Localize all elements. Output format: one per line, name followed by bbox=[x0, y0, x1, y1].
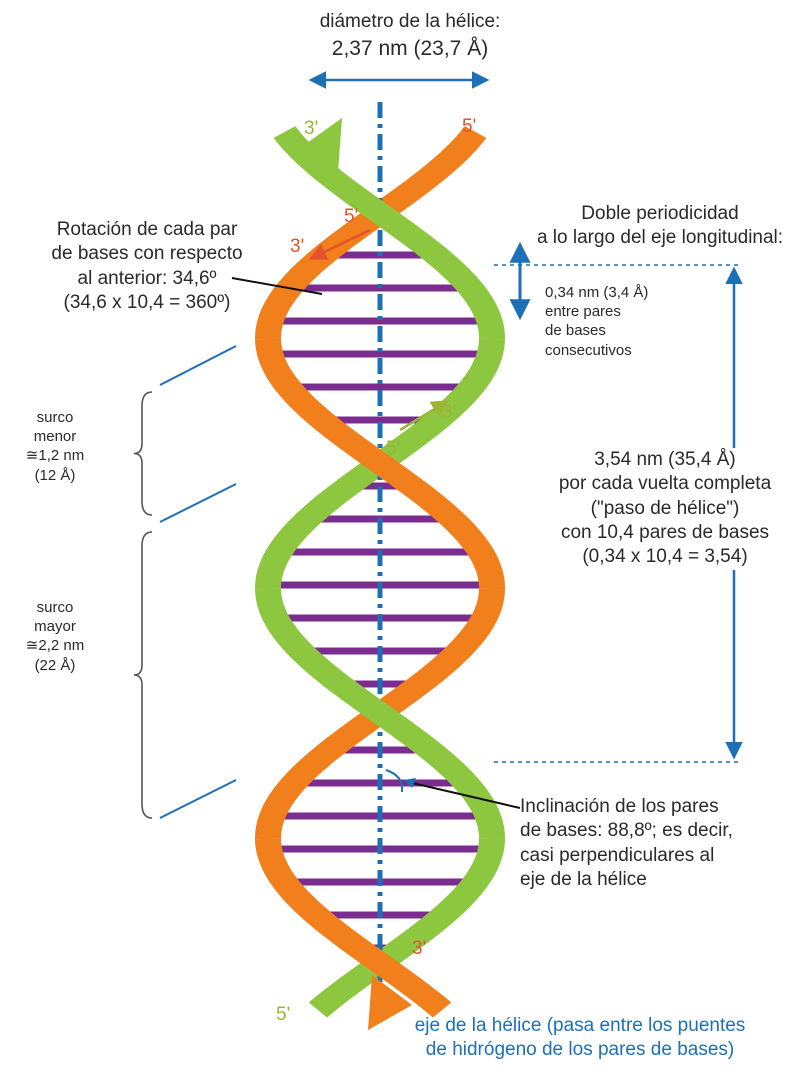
inclination-line-3: casi perpendiculares al bbox=[520, 844, 733, 868]
major-groove-line-1: surco bbox=[10, 598, 100, 617]
major-groove-line-2: mayor bbox=[10, 617, 100, 636]
rise-line-1: 0,34 nm (3,4 Å) bbox=[545, 283, 648, 302]
rotation-line-3: al anterior: 34,6º bbox=[22, 267, 272, 291]
minor-groove-line-2: menor bbox=[10, 427, 100, 446]
mid-orange-3-label: 3' bbox=[290, 236, 304, 258]
mid-orange-5-label: 5' bbox=[344, 206, 358, 228]
groove-line-2 bbox=[160, 484, 236, 522]
top-orange-5-label: 5' bbox=[462, 116, 476, 138]
bottom-orange-3-label: 3' bbox=[412, 938, 426, 960]
pitch-label: 3,54 nm (35,4 Å) por cada vuelta complet… bbox=[530, 448, 800, 570]
rotation-line-1: Rotación de cada par bbox=[22, 218, 272, 242]
major-groove-label: surco mayor ≅2,2 nm (22 Å) bbox=[10, 598, 100, 675]
bottom-green-5-label: 5' bbox=[276, 1004, 290, 1026]
rotation-line-2: de bases con respecto bbox=[22, 242, 272, 266]
groove-line-3 bbox=[160, 780, 236, 818]
diameter-title: diámetro de la hélice: bbox=[270, 10, 550, 34]
axis-caption-line-2: de hidrógeno de los pares de bases) bbox=[360, 1038, 800, 1062]
minor-groove-line-4: (12 Å) bbox=[10, 466, 100, 485]
mid-green-5-label: 5' bbox=[386, 438, 400, 460]
periodicity-line-1: Doble periodicidad bbox=[520, 202, 800, 226]
rise-label: 0,34 nm (3,4 Å) entre pares de bases con… bbox=[545, 283, 648, 360]
minor-groove-label: surco menor ≅1,2 nm (12 Å) bbox=[10, 408, 100, 485]
inclination-line-1: Inclinación de los pares bbox=[520, 795, 733, 819]
minor-groove-line-3: ≅1,2 nm bbox=[10, 446, 100, 465]
axis-caption-line-1: eje de la hélice (pasa entre los puentes bbox=[360, 1014, 800, 1038]
inclination-line-4: eje de la hélice bbox=[520, 868, 733, 892]
periodicity-line-2: a lo largo del eje longitudinal: bbox=[520, 226, 800, 250]
pitch-line-3: ("paso de hélice") bbox=[530, 497, 800, 521]
rotation-label: Rotación de cada par de bases con respec… bbox=[22, 218, 272, 315]
major-groove-line-4: (22 Å) bbox=[10, 656, 100, 675]
mid-green-3-label: 3' bbox=[442, 402, 456, 424]
major-groove-brace bbox=[134, 532, 152, 818]
rise-line-3: de bases bbox=[545, 321, 648, 340]
minor-groove-brace bbox=[134, 392, 152, 515]
rotation-line-4: (34,6 x 10,4 = 360º) bbox=[22, 291, 272, 315]
inclination-label: Inclinación de los pares de bases: 88,8º… bbox=[520, 795, 733, 892]
rise-line-2: entre pares bbox=[545, 302, 648, 321]
orange-strand-back-0 bbox=[255, 126, 486, 339]
diameter-value: 2,37 nm (23,7 Å) bbox=[270, 36, 550, 63]
top-green-3-label: 3' bbox=[304, 118, 318, 140]
pitch-line-2: por cada vuelta completa bbox=[530, 472, 800, 496]
pitch-line-1: 3,54 nm (35,4 Å) bbox=[530, 448, 800, 472]
inclination-line-2: de bases: 88,8º; es decir, bbox=[520, 819, 733, 843]
axis-caption: eje de la hélice (pasa entre los puentes… bbox=[360, 1014, 800, 1063]
pitch-line-5: (0,34 x 10,4 = 3,54) bbox=[530, 545, 800, 569]
rise-line-4: consecutivos bbox=[545, 341, 648, 360]
periodicity-title: Doble periodicidad a lo largo del eje lo… bbox=[520, 202, 800, 251]
pitch-line-4: con 10,4 pares de bases bbox=[530, 521, 800, 545]
major-groove-line-3: ≅2,2 nm bbox=[10, 636, 100, 655]
green-strand-front-0 bbox=[274, 126, 505, 339]
minor-groove-line-1: surco bbox=[10, 408, 100, 427]
groove-line-1 bbox=[160, 346, 236, 385]
